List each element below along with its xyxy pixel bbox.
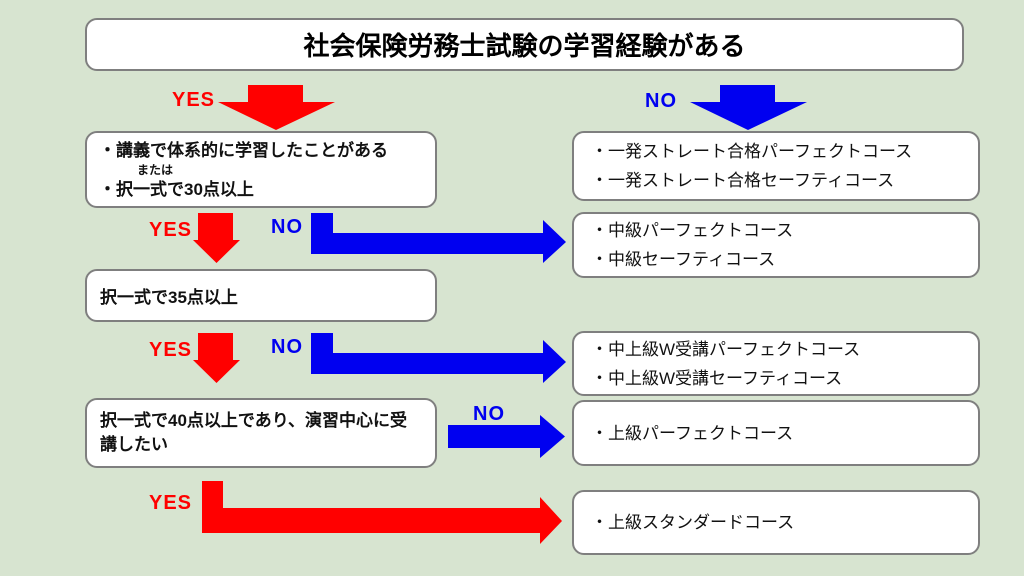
no-elbow-arrow-2-icon	[311, 333, 566, 383]
yes-label-row1: YES	[149, 219, 193, 241]
yes-label-row3: YES	[149, 492, 193, 514]
no-label-top: NO	[645, 90, 677, 112]
condition-box-1: ・講義で体系的に学習したことがある または ・択一式で30点以上	[85, 131, 437, 208]
no-label-row3: NO	[473, 403, 505, 425]
yes-label-top: YES	[172, 89, 216, 111]
condition-box-3: 択一式で40点以上であり、演習中心に受講したい	[85, 398, 437, 468]
course-1-item-2: ・一発ストレート合格セーフティコース	[591, 171, 895, 190]
page-title: 社会保険労務士試験の学習経験がある	[303, 31, 746, 61]
course-5-item-1: ・上級スタンダードコース	[591, 513, 795, 532]
condition-3-text: 択一式で40点以上であり、演習中心に受講したい	[100, 411, 408, 454]
course-2-item-1: ・中級パーフェクトコース	[591, 221, 794, 240]
yes-elbow-arrow-icon	[202, 481, 562, 547]
condition-2-text: 択一式で35点以上	[100, 288, 238, 307]
course-1-item-1: ・一発ストレート合格パーフェクトコース	[591, 142, 913, 161]
yes-arrow-down-icon	[218, 85, 335, 130]
no-arrow-right-icon	[448, 415, 565, 458]
no-arrow-down-icon	[690, 85, 807, 130]
course-box-5: ・上級スタンダードコース	[572, 490, 980, 555]
condition-1-line-1: ・講義で体系的に学習したことがある	[99, 141, 388, 160]
no-elbow-arrow-1-icon	[311, 213, 566, 263]
course-3-item-2: ・中上級W受講セーフティコース	[591, 368, 843, 388]
course-box-3: ・中上級W受講パーフェクトコース ・中上級W受講セーフティコース	[572, 331, 980, 396]
course-box-2: ・中級パーフェクトコース ・中級セーフティコース	[572, 212, 980, 278]
course-4-item-1: ・上級パーフェクトコース	[591, 423, 794, 443]
no-label-row1: NO	[271, 216, 303, 238]
condition-1-line-2: または	[137, 163, 174, 177]
course-2-item-2: ・中級セーフティコース	[591, 250, 776, 269]
yes-arrow-down-3-icon	[193, 333, 240, 383]
condition-box-2: 択一式で35点以上	[85, 269, 437, 322]
title-box: 社会保険労務士試験の学習経験がある	[85, 18, 964, 71]
yes-label-row2: YES	[149, 339, 193, 361]
course-3-item-1: ・中上級W受講パーフェクトコース	[591, 339, 861, 359]
course-box-4: ・上級パーフェクトコース	[572, 400, 980, 466]
yes-arrow-down-2-icon	[193, 213, 240, 263]
no-label-row2: NO	[271, 336, 303, 358]
course-box-1: ・一発ストレート合格パーフェクトコース ・一発ストレート合格セーフティコース	[572, 131, 980, 201]
condition-1-line-3: ・択一式で30点以上	[99, 180, 254, 199]
